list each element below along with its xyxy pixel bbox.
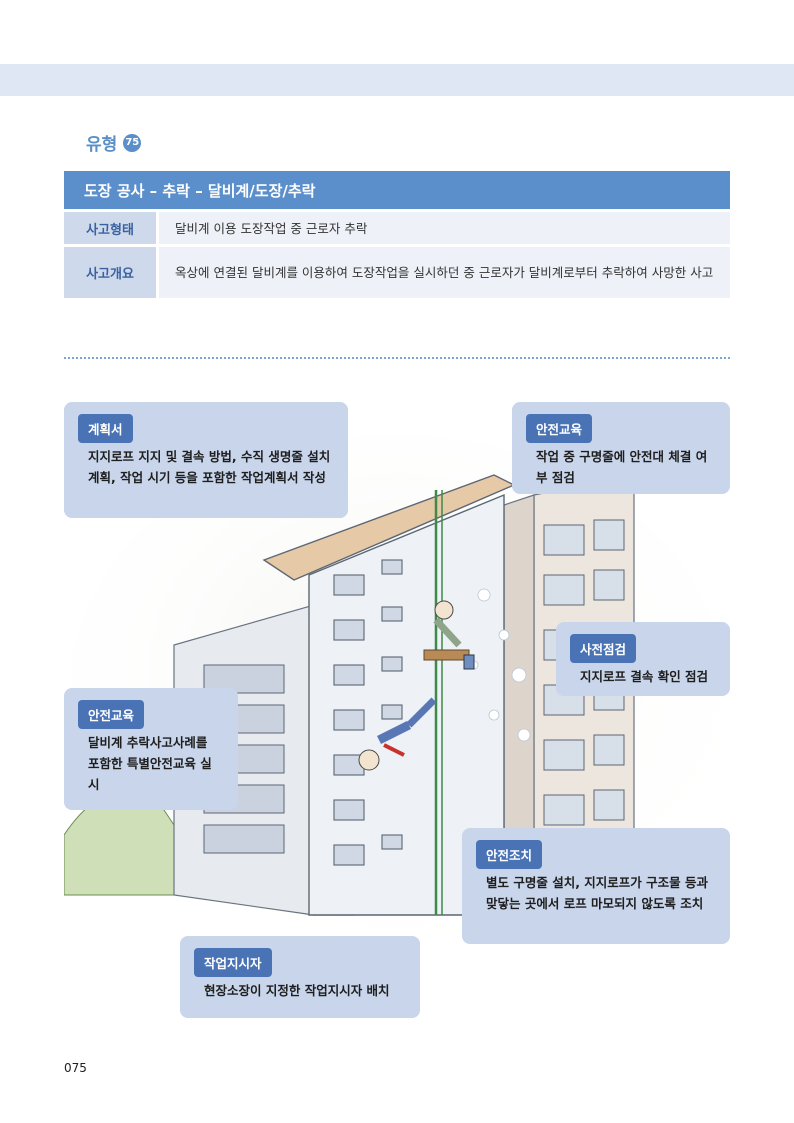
- info-row-accident-summary: 사고개요 옥상에 연결된 달비계를 이용하여 도장작업을 실시하던 중 근로자가…: [64, 247, 730, 298]
- callout-text: 지지로프 결속 확인 점검: [580, 669, 709, 684]
- info-key: 사고개요: [64, 247, 156, 298]
- callout-text: 작업 중 구명줄에 안전대 체결 여부 점검: [536, 449, 708, 485]
- dotted-divider: [64, 357, 730, 359]
- type-heading: 유형 75: [86, 130, 142, 155]
- callout-text: 지지로프 지지 및 결속 방법, 수직 생명줄 설치 계획, 작업 시기 등을 …: [88, 449, 331, 485]
- callout-text: 별도 구명줄 설치, 지지로프가 구조물 등과 맞닿는 곳에서 로프 마모되지 …: [486, 875, 709, 911]
- callout-text: 현장소장이 지정한 작업지시자 배치: [204, 983, 390, 998]
- info-value: 달비계 이용 도장작업 중 근로자 추락: [159, 212, 730, 244]
- callout-tag: 안전교육: [526, 414, 593, 443]
- callout-safety-edu-left: 안전교육 달비계 추락사고사례를 포함한 특별안전교육 실시: [64, 688, 238, 810]
- callout-text: 달비계 추락사고사례를 포함한 특별안전교육 실시: [88, 735, 212, 792]
- type-number-badge: 75: [123, 133, 142, 152]
- callout-tag: 안전조치: [476, 840, 543, 869]
- callout-safety-edu-right: 안전교육 작업 중 구명줄에 안전대 체결 여부 점검: [512, 402, 730, 494]
- top-band: [0, 64, 794, 96]
- case-title: 도장 공사 – 추락 – 달비계/도장/추락: [64, 171, 730, 209]
- page-number: 075: [64, 1061, 87, 1075]
- callout-safety-measure: 안전조치 별도 구명줄 설치, 지지로프가 구조물 등과 맞닿는 곳에서 로프 …: [462, 828, 730, 944]
- callout-plan: 계획서 지지로프 지지 및 결속 방법, 수직 생명줄 설치 계획, 작업 시기…: [64, 402, 348, 518]
- callout-supervisor: 작업지시자 현장소장이 지정한 작업지시자 배치: [180, 936, 420, 1018]
- callout-tag: 작업지시자: [194, 948, 272, 977]
- info-key: 사고형태: [64, 212, 156, 244]
- info-row-accident-type: 사고형태 달비계 이용 도장작업 중 근로자 추락: [64, 212, 730, 244]
- callout-tag: 사전점검: [570, 634, 637, 663]
- callout-tag: 계획서: [78, 414, 133, 443]
- type-label: 유형: [86, 135, 118, 155]
- info-value: 옥상에 연결된 달비계를 이용하여 도장작업을 실시하던 중 근로자가 달비계로…: [159, 247, 730, 298]
- callout-tag: 안전교육: [78, 700, 145, 729]
- callout-precheck: 사전점검 지지로프 결속 확인 점검: [556, 622, 730, 696]
